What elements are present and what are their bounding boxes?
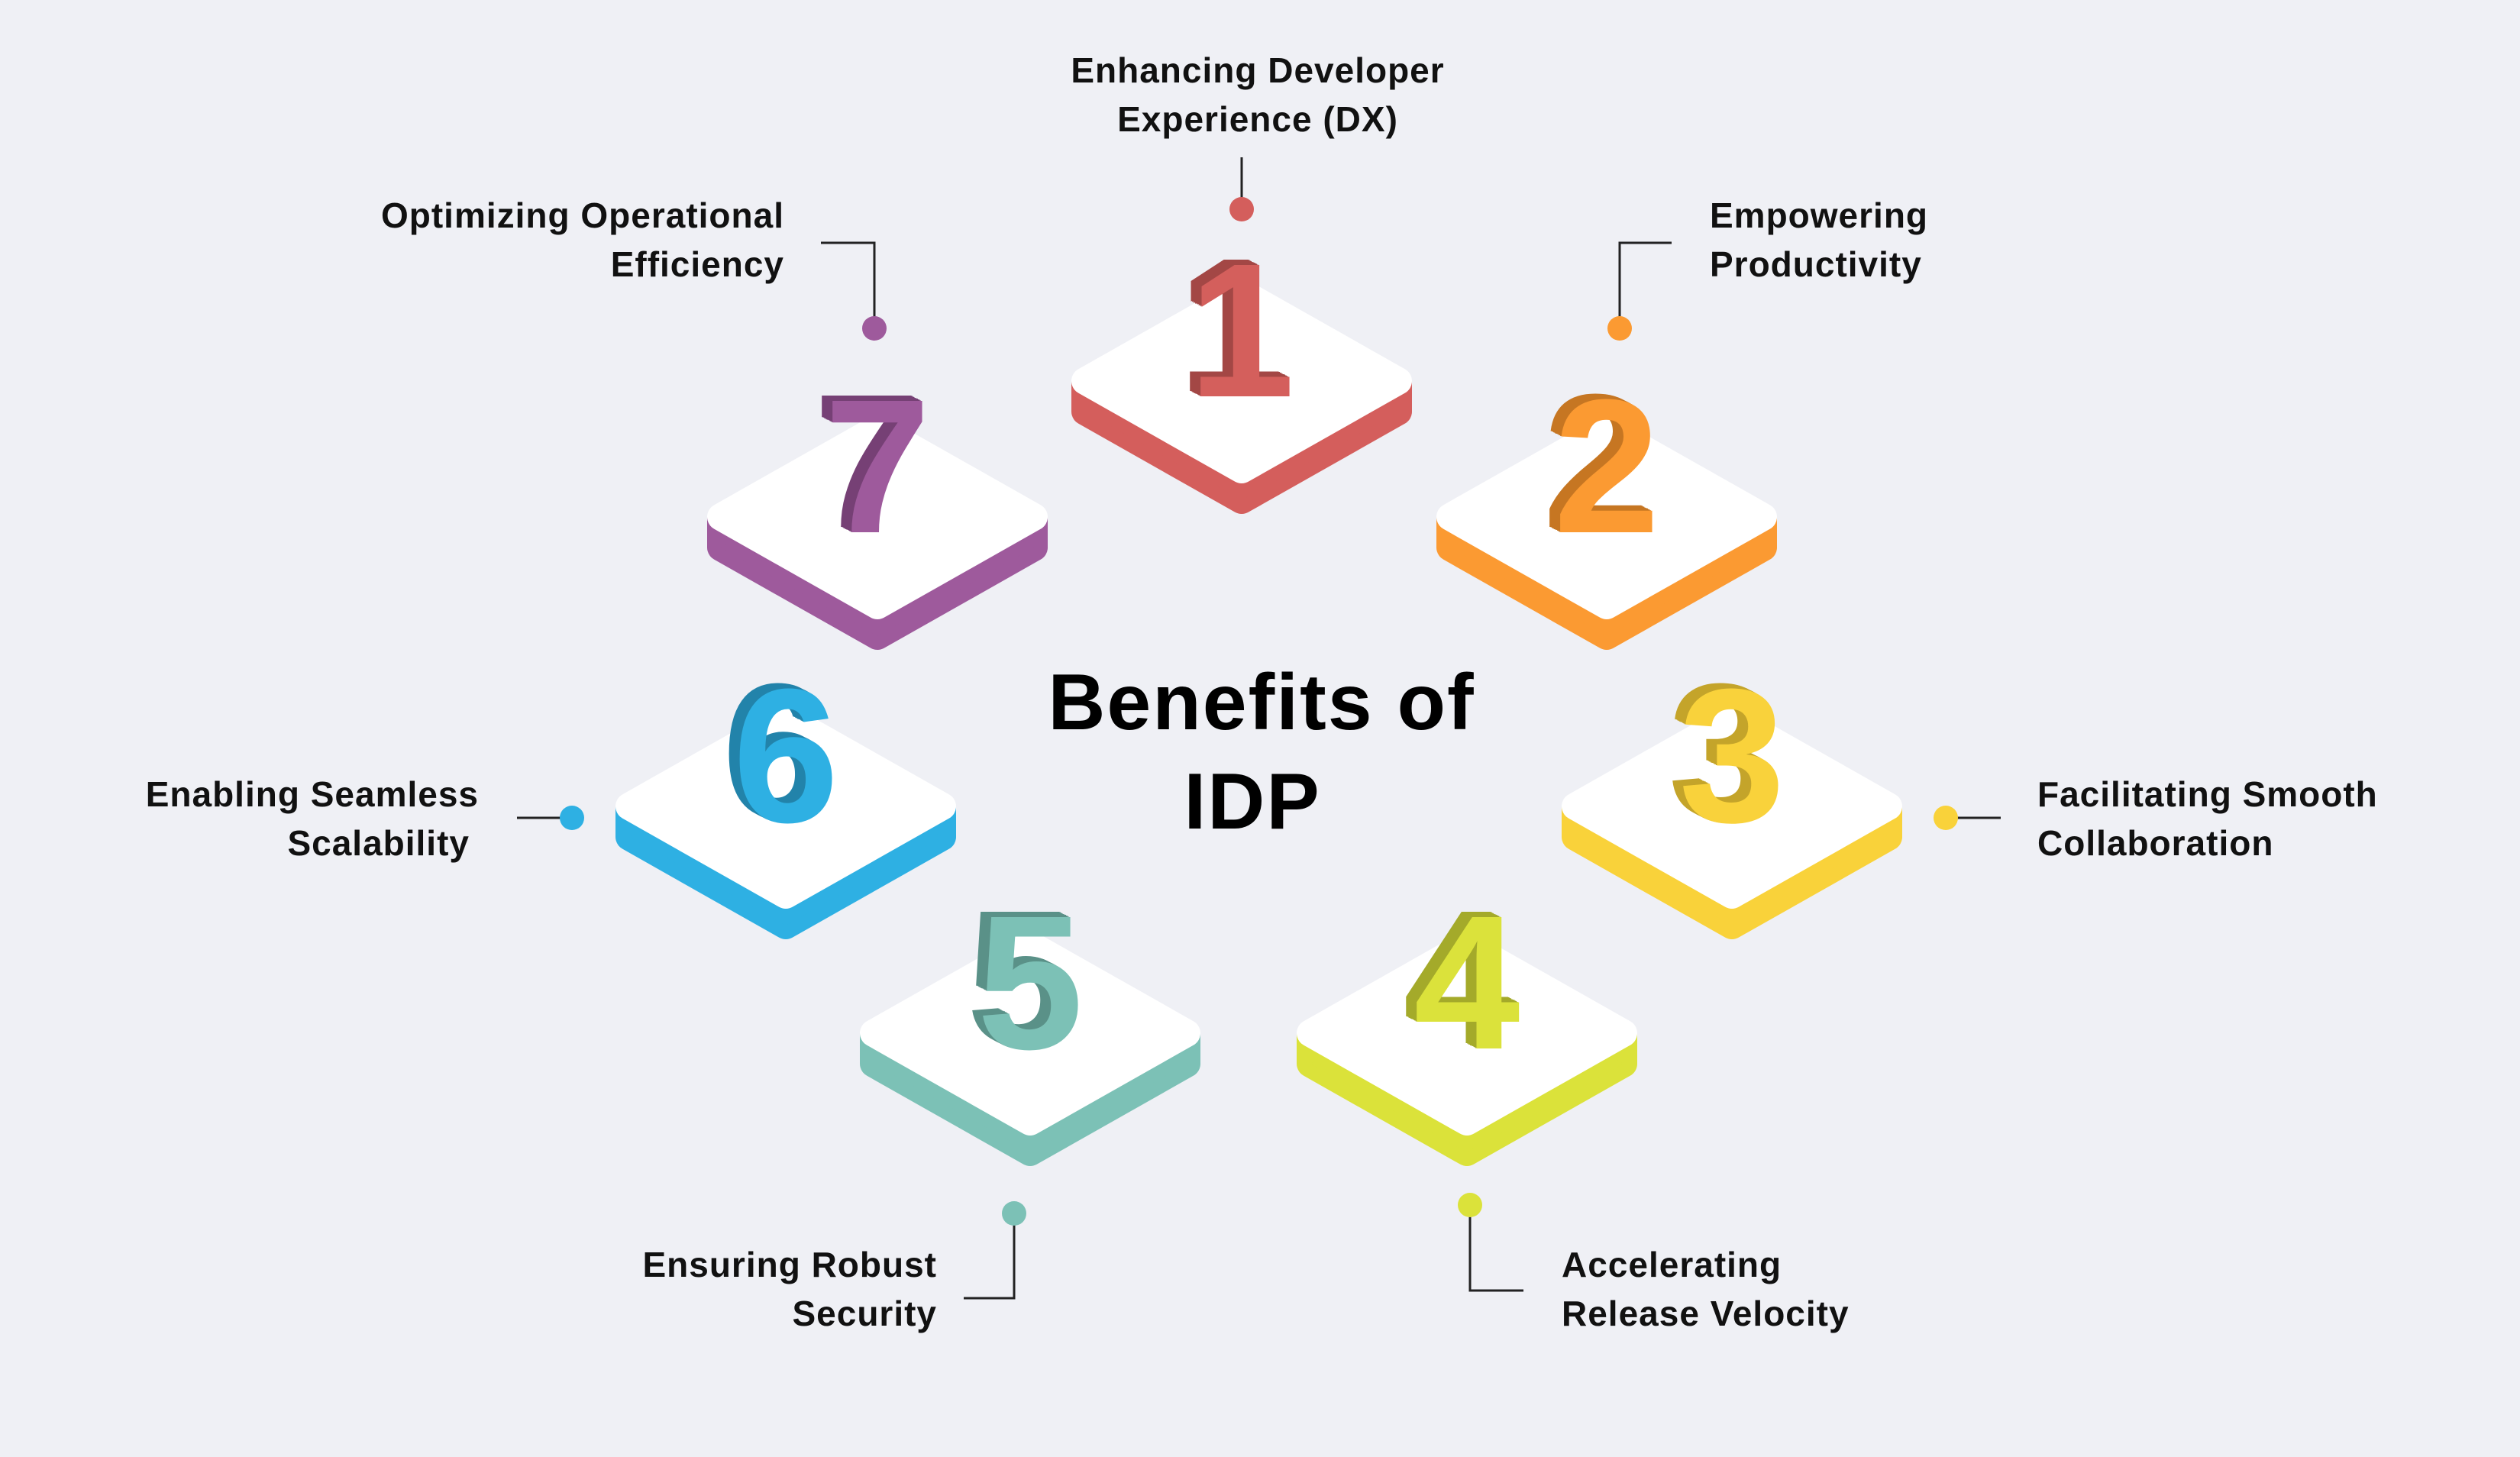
label-1: Enhancing Developer Experience (DX)	[1071, 50, 1444, 139]
tile-6: 6	[615, 649, 956, 939]
connector-dot-7	[862, 316, 887, 341]
tile-4: 4	[1297, 876, 1637, 1166]
tile-top	[860, 931, 1200, 1136]
label-1-line-1: Enhancing Developer	[1071, 50, 1444, 90]
tile-3: 3	[1562, 649, 1902, 939]
number-6: 6	[732, 649, 838, 862]
number-3: 3	[1678, 649, 1785, 862]
connectors-layer	[517, 157, 2001, 1300]
label-7-line-1: Optimizing Operational	[381, 195, 784, 235]
number-5: 5	[977, 876, 1083, 1089]
label-6-line-2: Scalability	[287, 823, 470, 863]
label-1-line-2: Experience (DX)	[1117, 99, 1398, 139]
number-2: 2	[1553, 360, 1659, 573]
number-4: 4	[1413, 876, 1520, 1089]
connector-dot-5	[1002, 1201, 1026, 1226]
tile-1: 1	[1071, 224, 1412, 514]
tile-top	[1562, 704, 1902, 909]
label-4-line-2: Release Velocity	[1562, 1294, 1850, 1333]
tile-top	[615, 704, 956, 909]
number-7: 7	[824, 360, 930, 573]
label-5-line-1: Ensuring Robust	[642, 1245, 937, 1284]
connector-line-5	[964, 1221, 1016, 1300]
label-3-line-2: Collaboration	[2037, 823, 2273, 863]
connector-dot-2	[1607, 316, 1632, 341]
connector-line-4	[1468, 1213, 1523, 1292]
connector-dot-6	[560, 806, 584, 830]
tile-5: 5	[860, 876, 1200, 1166]
connector-dot-4	[1458, 1193, 1482, 1217]
label-2: Empowering Productivity	[1710, 195, 1928, 284]
label-4: Accelerating Release Velocity	[1562, 1245, 1850, 1333]
tile-2: 2	[1436, 360, 1777, 650]
label-2-line-1: Empowering	[1710, 195, 1928, 235]
label-2-line-2: Productivity	[1710, 244, 1922, 284]
label-6-line-1: Enabling Seamless	[146, 774, 479, 814]
tile-top	[1071, 279, 1412, 483]
tile-top	[1297, 931, 1637, 1136]
tile-7: 7	[707, 360, 1048, 650]
label-6: Enabling Seamless Scalability	[146, 774, 479, 863]
tiles-layer: 1 234 56 7	[615, 224, 1902, 1166]
connector-dot-1	[1229, 197, 1254, 221]
label-3-line-1: Facilitating Smooth	[2037, 774, 2378, 814]
title-line-2: IDP	[1184, 758, 1320, 846]
label-5: Ensuring Robust Security	[642, 1245, 937, 1333]
tile-top	[1436, 415, 1777, 619]
label-4-line-1: Accelerating	[1562, 1245, 1782, 1284]
label-7: Optimizing Operational Efficiency	[381, 195, 784, 284]
label-7-line-2: Efficiency	[611, 244, 784, 284]
number-1: 1	[1188, 224, 1294, 437]
connector-line-2	[1618, 241, 1672, 321]
title-line-1: Benefits of	[1048, 658, 1475, 747]
connector-line-7	[821, 241, 876, 321]
connector-dot-3	[1934, 806, 1958, 830]
label-5-line-2: Security	[792, 1294, 937, 1333]
label-3: Facilitating Smooth Collaboration	[2037, 774, 2378, 863]
tile-top	[707, 415, 1048, 619]
